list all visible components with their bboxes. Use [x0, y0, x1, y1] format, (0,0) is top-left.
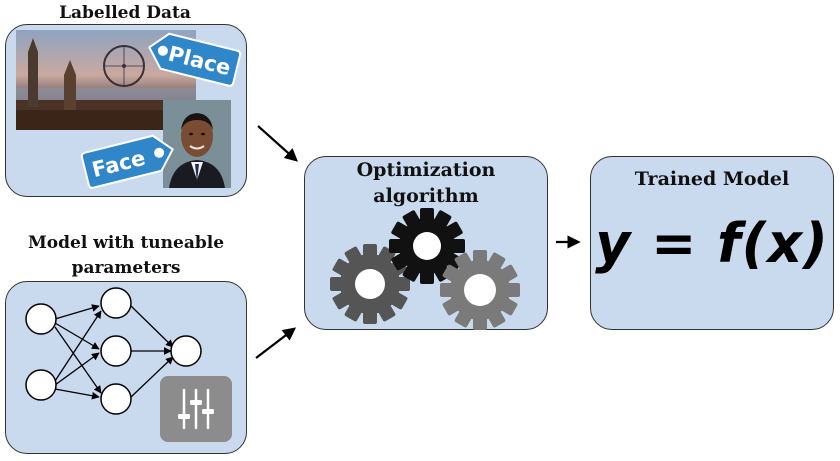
face-photo: [163, 100, 231, 188]
sliders-icon: [160, 376, 232, 442]
gear-icon: [315, 229, 425, 339]
gear-icon: [425, 235, 535, 345]
gear-icon: [375, 194, 479, 298]
nn-hidden-node: [100, 383, 132, 415]
optimization-title-line1: Optimization: [356, 159, 496, 181]
trained-model-box: [590, 156, 834, 330]
nn-output-node: [170, 335, 202, 367]
nn-hidden-node: [100, 287, 132, 319]
model-title: Model with tuneable parameters: [2, 231, 250, 281]
trained-model-title: Trained Model: [634, 168, 790, 190]
labelled-data-title: Labelled Data: [59, 3, 191, 23]
face-tag-icon: Face: [80, 134, 174, 189]
place-tag-icon: Place: [148, 32, 242, 87]
neural-network-icon: [25, 287, 202, 415]
optimization-title: Optimization algorithm: [304, 157, 548, 209]
gears-icon: [315, 194, 535, 345]
arrow-model-to-optimizer: [255, 327, 297, 359]
model-title-line1: Model with tuneable: [27, 233, 225, 253]
optimization-title-line2: algorithm: [373, 185, 479, 207]
nn-input-node: [25, 303, 57, 335]
trained-model-formula: y = f(x): [595, 212, 829, 275]
nn-input-node: [25, 369, 57, 401]
model-title-line2: parameters: [71, 258, 181, 278]
nn-hidden-node: [100, 335, 132, 367]
arrow-data-to-optimizer: [257, 125, 298, 162]
